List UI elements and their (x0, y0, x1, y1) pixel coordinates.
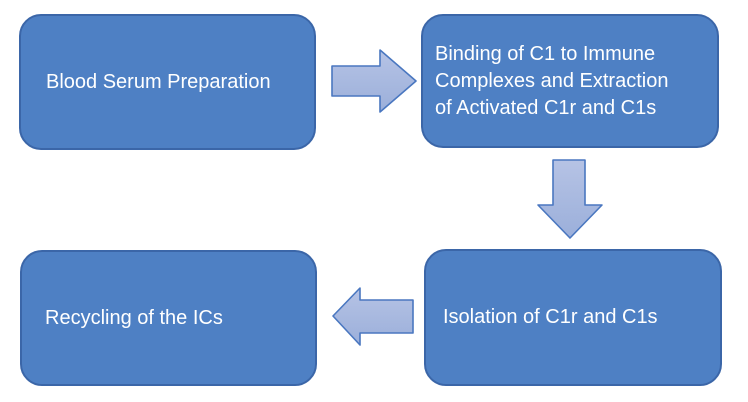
node-recycling-of-ics: Recycling of the ICs (20, 250, 317, 386)
node-label: Isolation of C1r and C1s (443, 306, 658, 328)
node-label: Binding of C1 to Immune Complexes and Ex… (435, 41, 711, 122)
arrow-down-icon (537, 159, 603, 239)
arrow-left-icon (332, 287, 414, 346)
node-label-line: Complexes and Extraction (435, 69, 669, 92)
node-label-line: Binding of C1 to Immune (435, 42, 656, 65)
node-label: Recycling of the ICs (45, 306, 223, 329)
node-label: Blood Serum Preparation (46, 70, 271, 93)
node-isolation-c1r-c1s: Isolation of C1r and C1s (424, 249, 722, 386)
node-blood-serum-preparation: Blood Serum Preparation (19, 14, 316, 150)
node-binding-of-c1: Binding of C1 to Immune Complexes and Ex… (421, 14, 719, 148)
arrow-right-icon (331, 49, 417, 113)
node-label-line: of Activated C1r and C1s (435, 96, 657, 119)
